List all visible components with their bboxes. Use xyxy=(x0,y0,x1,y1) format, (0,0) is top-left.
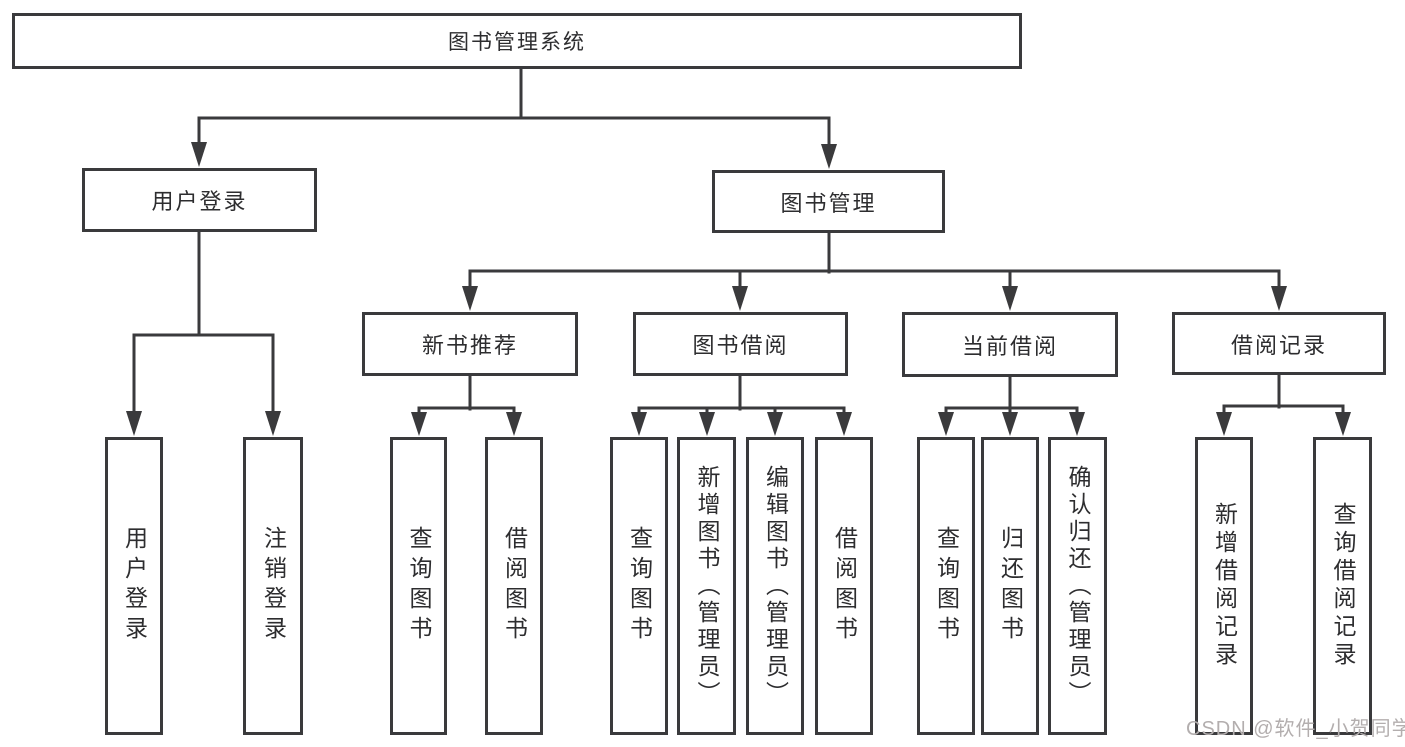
node-new-book-recommend: 新书推荐 xyxy=(362,312,578,376)
arrow-down-icon xyxy=(1216,412,1232,436)
arrow-down-icon xyxy=(506,412,522,436)
connector-currentborrow-group xyxy=(944,375,1079,416)
arrow-down-icon xyxy=(1069,412,1085,436)
node-label: 查询图书 xyxy=(626,526,653,646)
node-label: 用户登录 xyxy=(121,526,148,646)
node-label: 用户登录 xyxy=(151,189,248,214)
leaf-query-book-2: 查询图书 xyxy=(610,437,668,735)
node-borrow-record: 借阅记录 xyxy=(1172,312,1386,375)
leaf-add-book-admin: 新增图书（管理员） xyxy=(677,437,736,735)
leaf-edit-book-admin: 编辑图书（管理员） xyxy=(746,437,804,735)
arrow-down-icon xyxy=(265,411,281,436)
node-label: 查询图书 xyxy=(933,526,960,646)
leaf-user-login: 用户登录 xyxy=(105,437,163,735)
connector-bookmgmt-to-level3 xyxy=(468,231,1281,290)
arrow-down-icon xyxy=(411,412,427,436)
connector-userlogin-group xyxy=(132,230,275,415)
arrow-down-icon xyxy=(732,286,748,311)
connector-root-to-level2 xyxy=(197,67,831,148)
arrow-down-icon xyxy=(699,412,715,436)
node-label: 新增图书（管理员） xyxy=(694,464,720,708)
leaf-borrow-book-2: 借阅图书 xyxy=(815,437,873,735)
arrow-down-icon xyxy=(767,412,783,436)
node-user-login: 用户登录 xyxy=(82,168,317,232)
arrow-down-icon xyxy=(631,412,647,436)
node-label: 图书借阅 xyxy=(692,333,789,358)
node-label: 查询借阅记录 xyxy=(1330,502,1356,670)
node-label: 归还图书 xyxy=(997,526,1024,646)
node-current-borrow: 当前借阅 xyxy=(902,312,1118,377)
arrow-down-icon xyxy=(1335,412,1351,436)
arrow-down-icon xyxy=(1002,286,1018,311)
node-label: 注销登录 xyxy=(260,526,287,646)
node-label: 确认归还（管理员） xyxy=(1065,464,1091,708)
arrow-down-icon xyxy=(462,286,478,311)
node-label: 图书管理 xyxy=(780,190,877,216)
node-label: 当前借阅 xyxy=(961,333,1058,359)
leaf-query-book-3: 查询图书 xyxy=(917,437,975,735)
node-label: 图书管理系统 xyxy=(448,31,586,54)
leaf-query-borrow-record: 查询借阅记录 xyxy=(1313,437,1372,735)
leaf-add-borrow-record: 新增借阅记录 xyxy=(1195,437,1253,735)
leaf-query-book-1: 查询图书 xyxy=(390,437,447,735)
connector-bookborrow-group xyxy=(637,374,846,416)
leaf-confirm-return-admin: 确认归还（管理员） xyxy=(1048,437,1107,735)
node-label: 编辑图书（管理员） xyxy=(762,464,789,708)
node-label: 新增借阅记录 xyxy=(1211,502,1238,670)
node-label: 查询图书 xyxy=(406,526,432,646)
arrow-down-icon xyxy=(1002,412,1018,436)
arrow-down-icon xyxy=(938,412,954,436)
leaf-logout: 注销登录 xyxy=(243,437,303,735)
node-label: 新书推荐 xyxy=(421,333,518,358)
connector-borrowrecord-group xyxy=(1222,373,1345,416)
arrow-down-icon xyxy=(821,144,837,169)
csdn-watermark: CSDN @软件_小贺同学 xyxy=(1186,718,1405,740)
node-label: 借阅图书 xyxy=(831,526,858,646)
node-label: 借阅记录 xyxy=(1230,332,1327,358)
arrow-down-icon xyxy=(126,411,142,436)
node-label: 借阅图书 xyxy=(501,526,528,646)
arrow-down-icon xyxy=(836,412,852,436)
node-book-management: 图书管理 xyxy=(712,170,945,233)
connector-newbook-group xyxy=(417,374,516,416)
arrow-down-icon xyxy=(1271,286,1287,311)
leaf-return-book: 归还图书 xyxy=(981,437,1039,735)
arrow-down-icon xyxy=(191,142,207,167)
node-book-borrow: 图书借阅 xyxy=(633,312,848,376)
node-library-system: 图书管理系统 xyxy=(12,13,1022,69)
leaf-borrow-book-1: 借阅图书 xyxy=(485,437,543,735)
